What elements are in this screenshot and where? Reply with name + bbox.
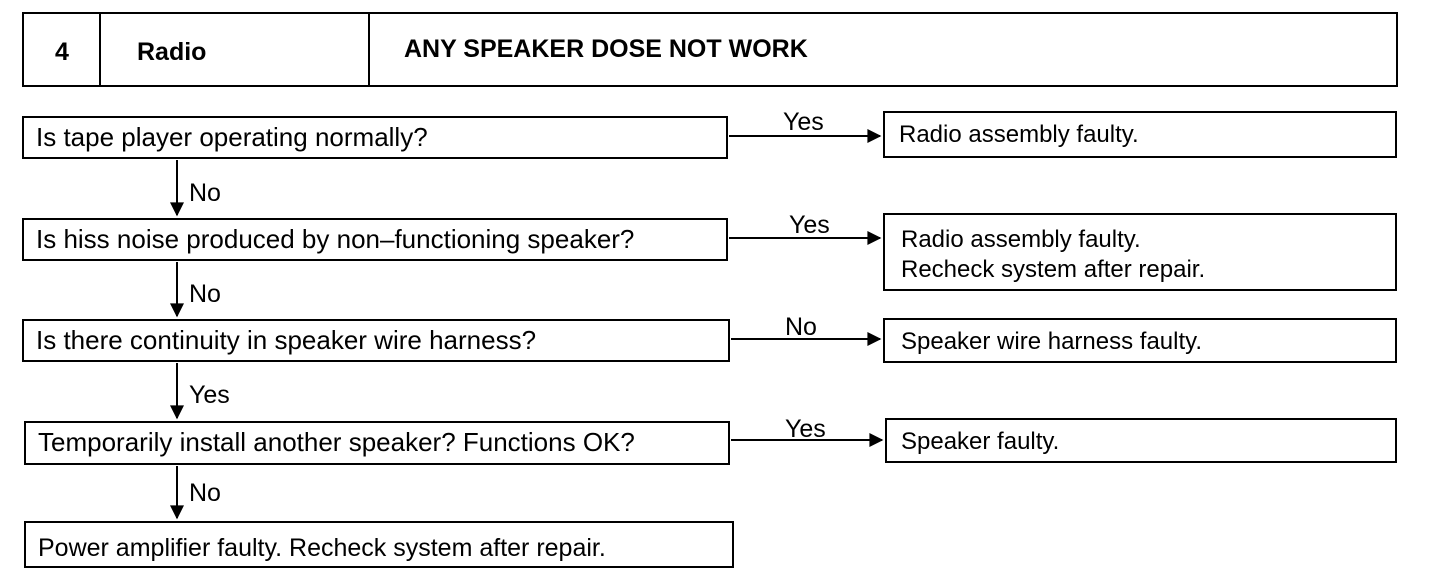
header-number: 4 xyxy=(55,38,69,66)
header-divider-2 xyxy=(368,12,370,87)
header-bar xyxy=(22,12,1398,87)
result-2-line-1: Radio assembly faulty. xyxy=(901,226,1141,253)
down-label-4: No xyxy=(189,479,221,507)
result-box-1 xyxy=(883,111,1397,158)
result-2-line-2: Recheck system after repair. xyxy=(901,256,1206,283)
result-3-line-1: Speaker wire harness faulty. xyxy=(901,328,1203,355)
down-label-3: Yes xyxy=(189,381,230,409)
result-box-3 xyxy=(883,318,1397,363)
question-box-3 xyxy=(22,319,730,362)
down-label-1: No xyxy=(189,179,221,207)
result-box-2 xyxy=(883,213,1397,291)
down-label-2: No xyxy=(189,280,221,308)
final-result: Power amplifier faulty. Recheck system a… xyxy=(38,534,606,562)
header-category: Radio xyxy=(137,38,207,66)
header-title: ANY SPEAKER DOSE NOT WORK xyxy=(404,35,808,63)
result-1-line-1: Radio assembly faulty. xyxy=(899,121,1139,148)
header-divider-1 xyxy=(99,12,101,87)
question-3: Is there continuity in speaker wire harn… xyxy=(36,325,537,355)
final-box xyxy=(24,521,734,568)
question-4: Temporarily install another speaker? Fun… xyxy=(38,427,635,457)
question-box-2 xyxy=(22,218,728,261)
question-box-4 xyxy=(24,421,730,465)
question-box-1 xyxy=(22,116,728,159)
result-box-4 xyxy=(885,418,1397,463)
side-label-4: Yes xyxy=(785,415,826,443)
question-2: Is hiss noise produced by non–functionin… xyxy=(36,224,635,254)
side-label-2: Yes xyxy=(789,211,830,239)
question-1: Is tape player operating normally? xyxy=(36,122,428,152)
side-label-1: Yes xyxy=(783,108,824,136)
result-4-line-1: Speaker faulty. xyxy=(901,428,1060,455)
side-label-3: No xyxy=(785,313,817,341)
